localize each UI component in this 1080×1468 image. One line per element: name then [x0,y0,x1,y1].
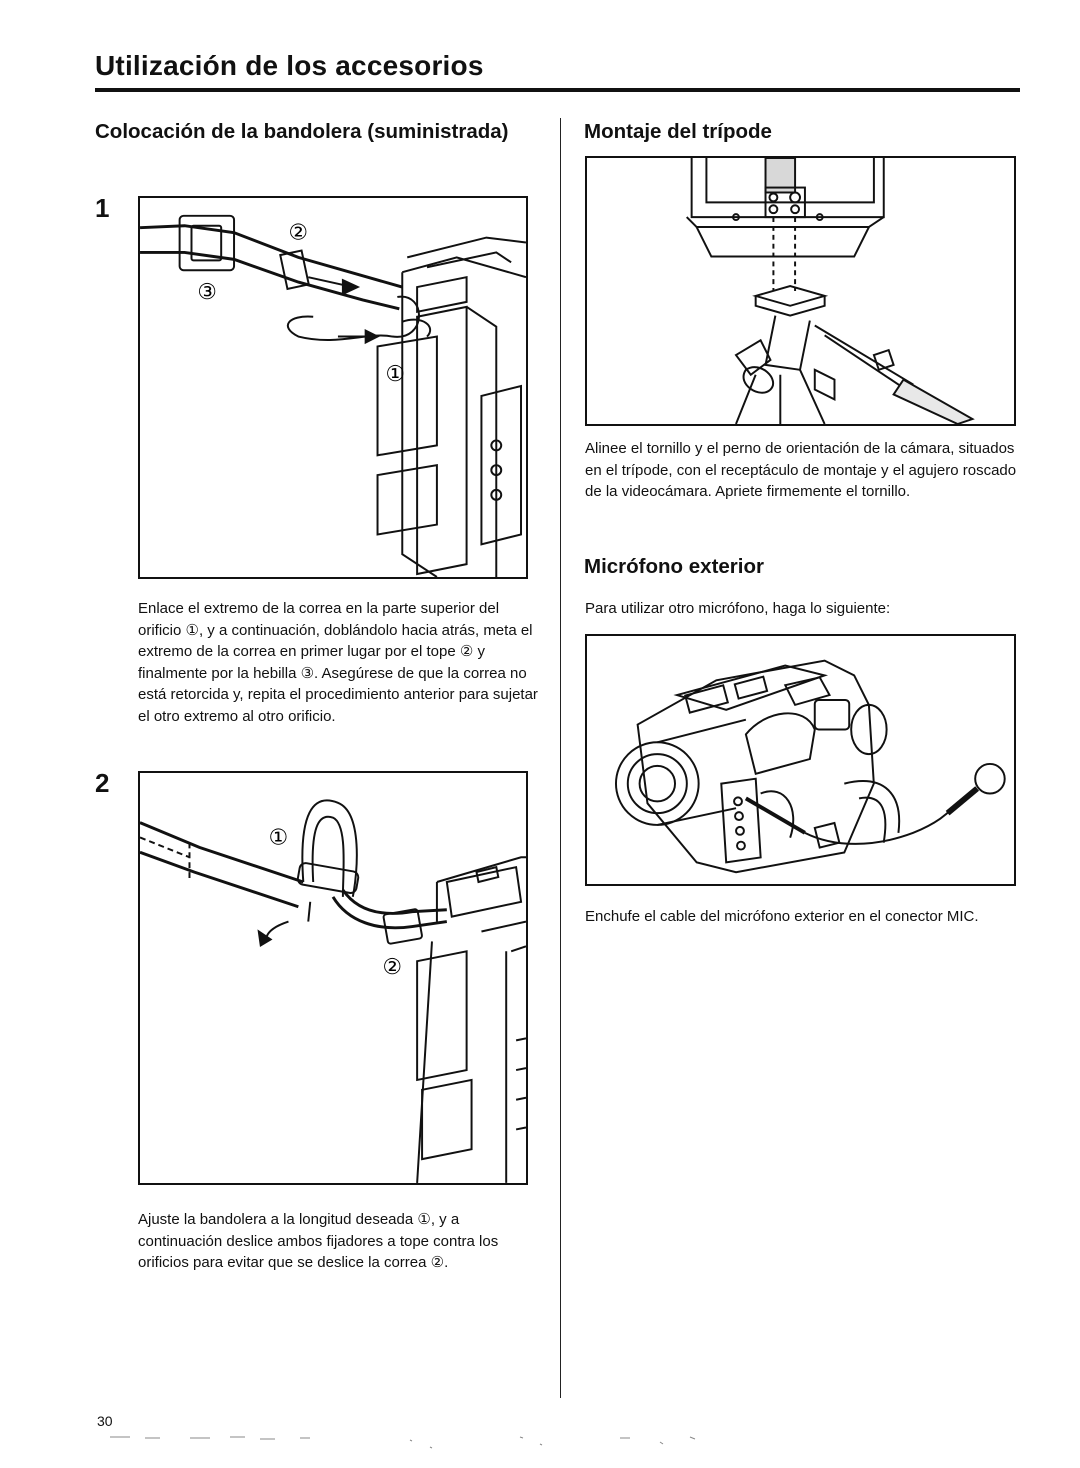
step-2-number: 2 [95,768,110,798]
page-number: 30 [97,1413,113,1429]
strap-step1-illustration: ② ③ ① [138,196,528,579]
microphone-illustration [585,634,1016,886]
tripod-mount-drawing [686,158,975,424]
mic-text: Enchufe el cable del micrófono exterior … [585,908,979,925]
strap-adjust-drawing: ① ② [140,799,526,1183]
column-divider [560,118,561,1398]
step-1-text: Enlace el extremo de la correa en la par… [138,600,538,725]
tripod-text: Alinee el tornillo y el perno de orienta… [585,440,1017,501]
external-mic-drawing [614,659,1006,874]
callout-1-step2: ① [269,825,289,850]
tripod-illustration [585,156,1016,426]
strap-heading: Colocación de la bandolera (suministrada… [95,120,509,143]
mic-intro: Para utilizar otro micrófono, haga lo si… [585,600,891,617]
title-rule [95,88,1020,92]
mic-heading: Micrófono exterior [584,555,764,578]
step-2-text: Ajuste la bandolera a la longitud desead… [138,1211,499,1272]
step-1-number: 1 [95,193,110,223]
callout-3: ③ [197,280,217,305]
strap-attach-drawing: ② ③ ① [140,214,526,577]
callout-1: ① [385,362,405,387]
page-title: Utilización de los accesorios [95,50,484,81]
scan-noise [110,1436,696,1449]
callout-2: ② [288,221,308,246]
strap-step2-illustration: ① ② [138,771,528,1185]
callout-2-step2: ② [382,955,402,980]
tripod-heading: Montaje del trípode [584,120,772,143]
